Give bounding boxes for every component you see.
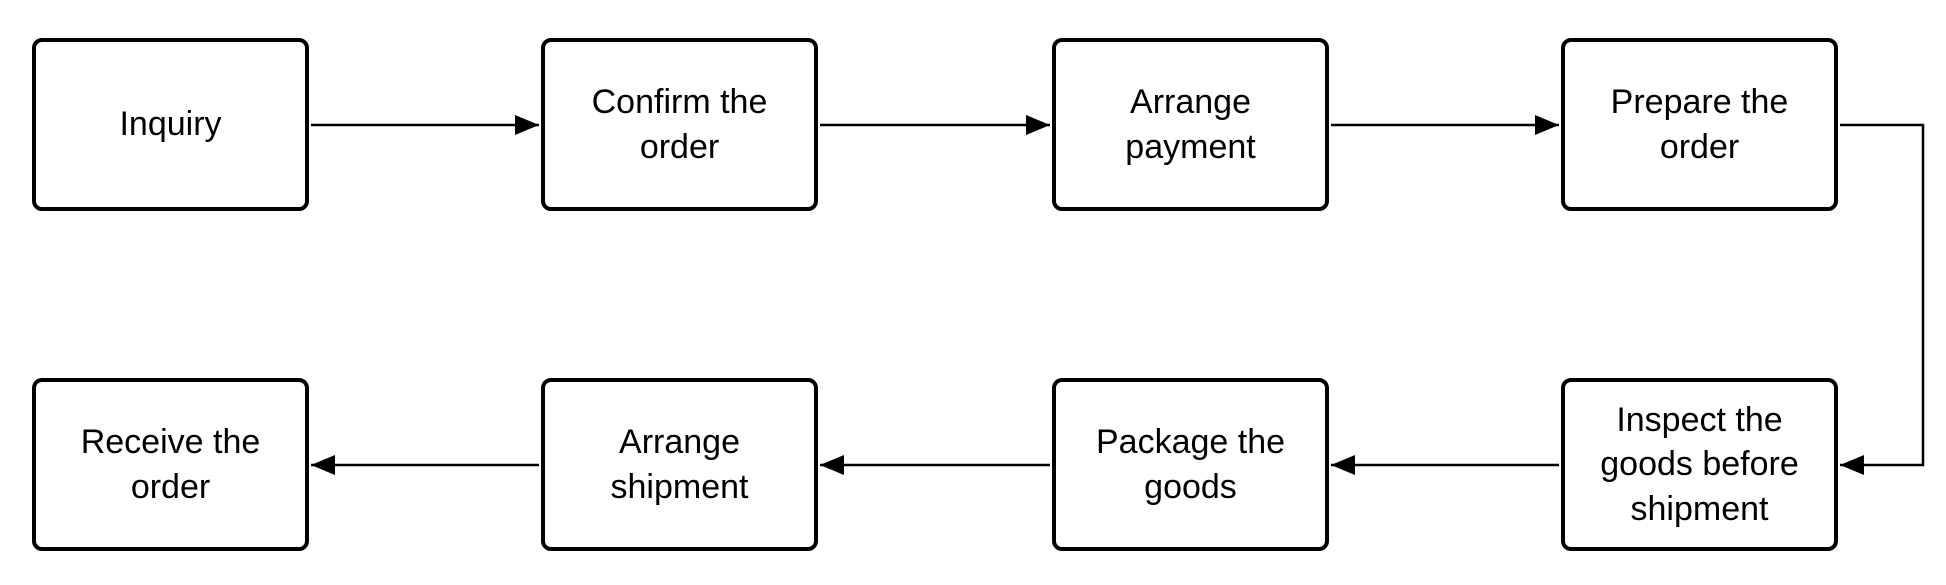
step-inquiry: Inquiry [32, 38, 309, 211]
step-receive-order: Receive the order [32, 378, 309, 551]
step-label: Arrange payment [1125, 83, 1256, 166]
step-label: Receive the order [80, 423, 261, 506]
step-prepare-order: Prepare the order [1561, 38, 1838, 211]
step-label: Inquiry [119, 105, 222, 144]
step-label: Prepare the order [1610, 83, 1789, 166]
step-label: Inspect the goods before shipment [1600, 401, 1799, 528]
connector-prepare-order-to-inspect-goods [1840, 123, 1925, 475]
step-confirm-order: Confirm the order [541, 38, 818, 211]
step-package-goods: Package the goods [1052, 378, 1329, 551]
step-label: Confirm the order [591, 83, 768, 166]
step-inspect-goods: Inspect the goods before shipment [1561, 378, 1838, 551]
step-arrange-shipment: Arrange shipment [541, 378, 818, 551]
step-label: Arrange shipment [610, 423, 749, 506]
step-label: Package the goods [1095, 423, 1286, 506]
step-arrange-payment: Arrange payment [1052, 38, 1329, 211]
